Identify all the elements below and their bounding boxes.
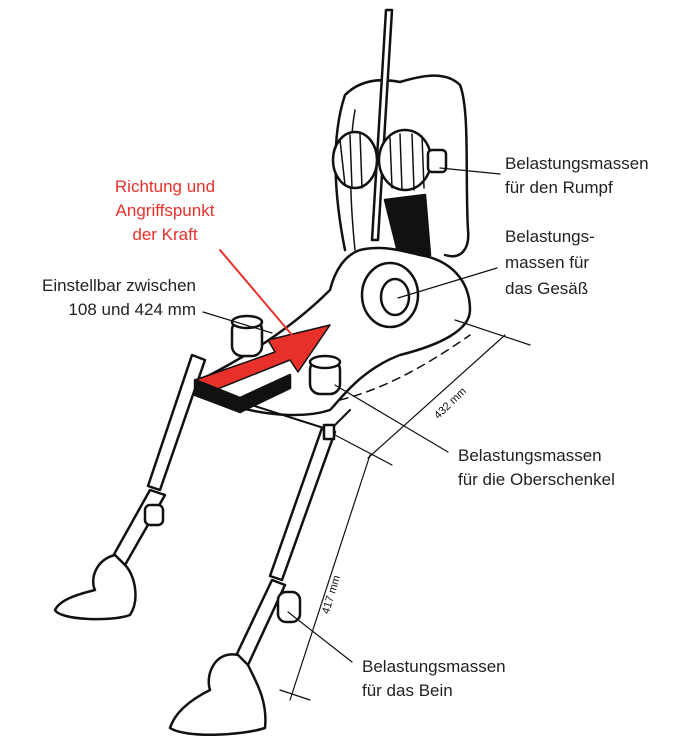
- thigh-label-line: Belastungsmassen: [458, 446, 602, 465]
- thigh-label-line: für die Oberschenkel: [458, 470, 615, 489]
- torso-label-line: Belastungsmassen: [505, 154, 649, 173]
- back-slot: [383, 193, 432, 262]
- dimension-lines: [279, 319, 531, 701]
- buttocks-label-line: das Gesäß: [505, 279, 589, 298]
- adjustable-label-line: 108 und 424 mm: [68, 300, 196, 319]
- torso-mass-label: Belastungsmassen für den Rumpf: [505, 152, 649, 200]
- leg-label-line: für das Bein: [362, 681, 453, 700]
- buttocks-mass-label: Belastungs- massen für das Gesäß: [505, 224, 595, 302]
- leg-mass-label: Belastungsmassen für das Bein: [362, 655, 506, 703]
- left-leg: [53, 353, 207, 621]
- buttocks-label-line: massen für: [505, 253, 590, 272]
- force-arrow: [193, 324, 331, 414]
- buttocks-label-line: Belastungs-: [505, 227, 595, 246]
- force-label-line: Angriffspunkt: [115, 201, 215, 220]
- force-label-line: der Kraft: [132, 225, 198, 244]
- leg-label-line: Belastungsmassen: [362, 657, 506, 676]
- adjustable-label-line: Einstellbar zwischen: [41, 276, 196, 295]
- force-label-line: Richtung und: [114, 177, 216, 196]
- right-leg: [168, 423, 337, 736]
- force-direction-label: Richtung und Angriffspunkt der Kraft: [85, 175, 245, 247]
- torso-label-line: für den Rumpf: [505, 178, 613, 197]
- torso-mass-rolls: [331, 128, 448, 192]
- thigh-mass-label: Belastungsmassen für die Oberschenkel: [458, 444, 615, 492]
- buttocks-mass: [360, 261, 420, 329]
- thigh-masses: [230, 314, 342, 396]
- adjustable-label: Einstellbar zwischen 108 und 424 mm: [0, 274, 196, 322]
- leader-lines: [202, 167, 501, 663]
